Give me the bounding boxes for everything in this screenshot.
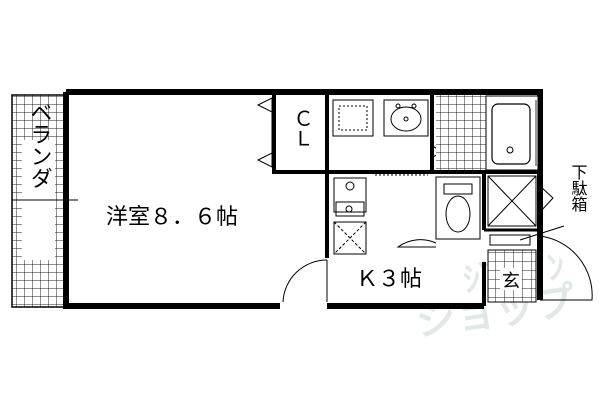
veranda <box>11 94 78 308</box>
western-room-label: 洋室８．６帖 <box>106 205 238 230</box>
closet-label: ＣＬ <box>290 108 314 148</box>
entrance <box>487 234 593 303</box>
interior-walls <box>272 92 540 306</box>
shoe-box-leader <box>519 225 565 241</box>
kitchen-appliances <box>333 177 367 255</box>
shoe-box-label: 下駄箱 <box>569 164 588 212</box>
veranda-label: ベランダ <box>27 101 52 189</box>
storage-x-box <box>487 175 554 227</box>
toilet <box>396 176 481 248</box>
kitchen-label: Ｋ３帖 <box>356 267 422 292</box>
closet-doors <box>256 97 273 168</box>
washbasin <box>332 99 429 137</box>
bathroom <box>436 95 539 171</box>
entrance-label: 玄 <box>502 271 520 292</box>
room-door <box>282 259 328 303</box>
